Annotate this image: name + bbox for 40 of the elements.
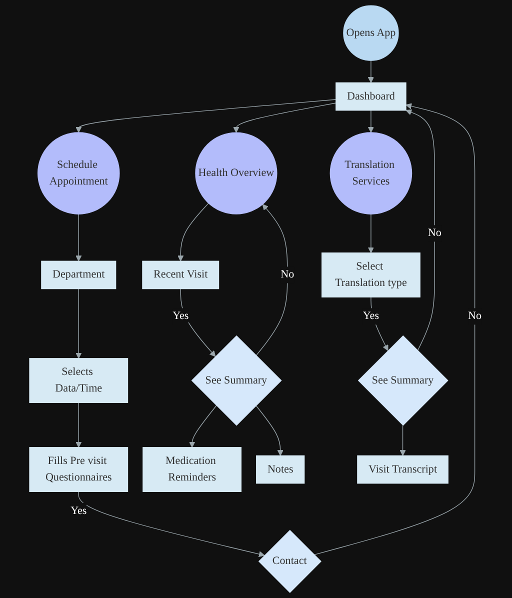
- node-diamond: See Summary: [358, 335, 449, 426]
- arrow: [368, 214, 374, 254]
- edge-label: Yes: [173, 310, 190, 322]
- node-box: Dashboard: [336, 82, 407, 111]
- arrow: [368, 60, 374, 83]
- arrow: [78, 491, 266, 558]
- node-diamond: Contact: [258, 530, 322, 593]
- arrow: [76, 288, 82, 359]
- node-box: Select Translation type: [322, 252, 421, 298]
- edge-label: Yes: [71, 504, 88, 517]
- arrow: [368, 110, 374, 133]
- node-box: Notes: [256, 455, 306, 484]
- node-box: Selects Data/Time: [30, 358, 129, 404]
- edge-label: Yes: [363, 310, 380, 322]
- node-box: Medication Reminders: [143, 447, 242, 492]
- node-box: Recent Visit: [142, 260, 220, 290]
- node-box: Department: [42, 260, 117, 290]
- arrow: [400, 424, 406, 456]
- arrow: [180, 288, 216, 357]
- arrow: [189, 405, 218, 448]
- arrow: [76, 402, 82, 448]
- arrow: [314, 103, 476, 556]
- edge-label: No: [428, 227, 442, 239]
- node-circle: Opens App: [344, 5, 400, 61]
- edge-label: No: [468, 310, 482, 322]
- node-box: Fills Pre visit Questionnaires: [30, 447, 129, 492]
- edge-label: No: [281, 268, 295, 280]
- node-circle: Translation Services: [330, 132, 413, 214]
- arrow: [256, 204, 288, 356]
- arrow: [76, 99, 337, 133]
- node-box: Visit Transcript: [358, 455, 449, 484]
- node-diamond: See Summary: [192, 335, 282, 426]
- arrow: [76, 214, 82, 262]
- arrow: [234, 102, 337, 133]
- arrow: [256, 405, 284, 456]
- arrow: [406, 109, 436, 351]
- arrow: [371, 296, 389, 351]
- node-circle: Schedule Appointment: [38, 132, 120, 214]
- arrow: [178, 202, 210, 262]
- node-circle: Health Overview: [196, 132, 278, 214]
